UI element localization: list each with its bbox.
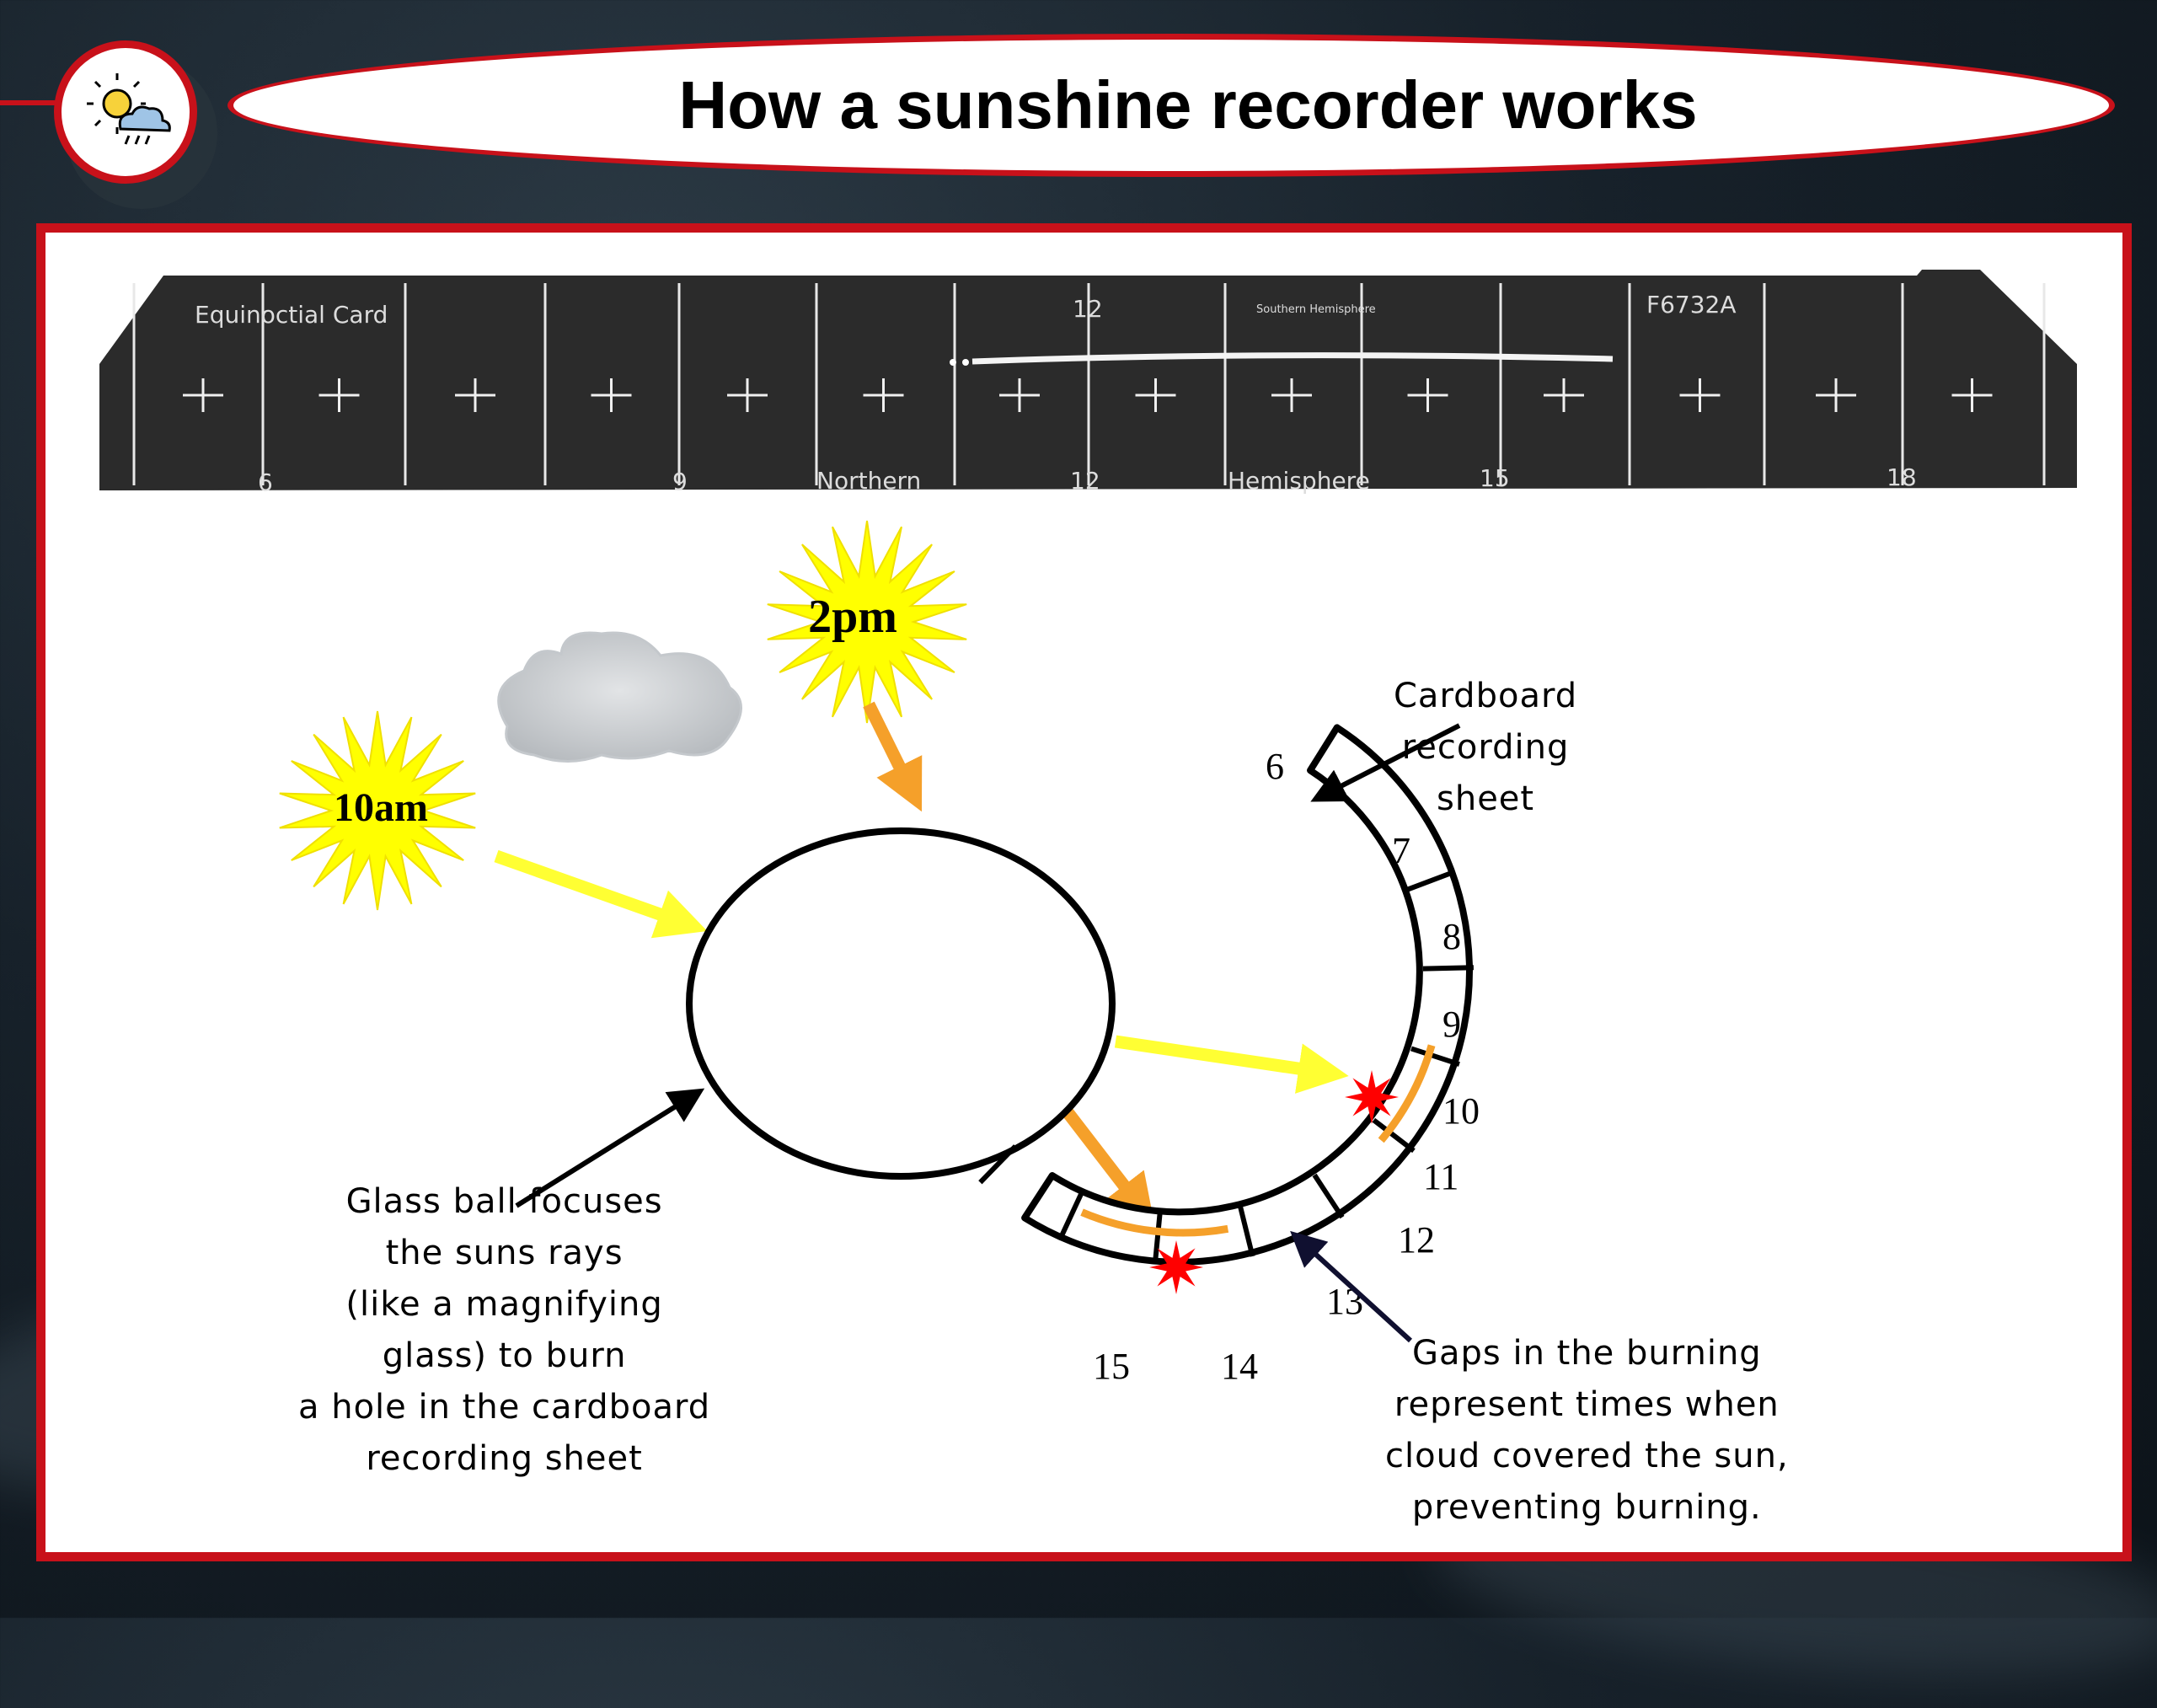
sheet-hour-divider xyxy=(1238,1206,1255,1257)
glass-ball xyxy=(686,827,1116,1180)
pointer-cardboard xyxy=(1310,723,1461,802)
card-hour-cross xyxy=(591,378,632,412)
ray-2pm-incoming xyxy=(863,701,923,812)
card-hour-cross xyxy=(1679,378,1721,412)
sheet-hour-label: 10 xyxy=(1442,1090,1480,1132)
sheet-hour-divider xyxy=(1058,1191,1084,1240)
card-header-label: Equinoctial Card xyxy=(195,301,388,329)
card-hour-label: 18 xyxy=(1887,463,1917,491)
card-hour-cross xyxy=(183,378,223,412)
sun-2pm: 2pm xyxy=(767,520,967,724)
burn-spot xyxy=(1149,1240,1203,1294)
sheet-hour-label: 12 xyxy=(1398,1219,1435,1261)
sheet-hour-label: 6 xyxy=(1266,746,1284,787)
burn-trace xyxy=(1080,1208,1229,1237)
sheet-hour-label: 15 xyxy=(1093,1346,1130,1387)
sheet-hour-divider xyxy=(1372,1117,1416,1154)
card-hour-cross xyxy=(1544,378,1584,412)
cardboard-recording-sheet: 6 7 8 9 10 11 12 13 14 15 xyxy=(978,724,1480,1387)
equinoctial-card: Equinoctial Card 12 Southern Hemisphere … xyxy=(99,270,2077,496)
pointer-gaps xyxy=(1290,1230,1413,1343)
cardboard-sheet-label: Cardboard recording sheet xyxy=(1394,677,1578,818)
card-hour-label: 12 xyxy=(1070,467,1100,495)
cloud-shape xyxy=(497,631,742,763)
sun-time-label: 10am xyxy=(334,785,428,830)
ray-2pm-focused xyxy=(1060,1105,1155,1226)
card-hour-label: 6 xyxy=(258,468,273,496)
weather-icon-badge xyxy=(54,40,197,184)
sheet-hour-divider xyxy=(1410,1046,1460,1067)
glass-ball-label: Glass ball focuses the suns rays (like a… xyxy=(298,1182,711,1478)
sun-10am: 10am xyxy=(279,710,476,911)
card-hour-cross xyxy=(1816,378,1856,412)
burn-trace xyxy=(971,352,1614,365)
sunshine-recorder-diagram: Equinoctial Card 12 Southern Hemisphere … xyxy=(99,270,2077,1387)
sun-time-label: 2pm xyxy=(808,591,897,643)
card-code: F6732A xyxy=(1646,291,1737,319)
content-panel: Equinoctial Card 12 Southern Hemisphere … xyxy=(36,223,2132,1561)
card-hour-cross xyxy=(455,378,495,412)
card-hour-cross xyxy=(863,378,904,412)
card-hour-cross xyxy=(999,378,1040,412)
gaps-label: Gaps in the burning represent times when… xyxy=(1385,1334,1789,1527)
sheet-hour-divider xyxy=(1406,869,1456,892)
sheet-hour-label: 11 xyxy=(1423,1156,1459,1197)
sheet-hour-label: 9 xyxy=(1442,1004,1461,1045)
sheet-hour-label: 14 xyxy=(1221,1346,1258,1387)
card-hour-label: 9 xyxy=(672,468,688,495)
ray-10am-focused xyxy=(1114,1035,1349,1094)
weather-sun-cloud-rain-icon xyxy=(87,73,171,145)
sheet-hour-divider xyxy=(1152,1213,1163,1264)
card-hour-cross xyxy=(727,378,768,412)
card-hour-cross xyxy=(1407,378,1448,412)
title-banner: How a sunshine recorder works xyxy=(227,34,2115,177)
burn-trace xyxy=(1378,1044,1436,1143)
sheet-hour-label: 8 xyxy=(1442,916,1461,957)
card-hemisphere-label: Hemisphere xyxy=(1228,467,1370,495)
card-header-hour: 12 xyxy=(1073,295,1103,323)
sheet-hour-divider xyxy=(1422,965,1474,972)
card-hour-cross xyxy=(1135,378,1176,412)
card-small-print: Southern Hemisphere xyxy=(1256,303,1376,316)
sheet-hour-label: 13 xyxy=(1326,1281,1363,1322)
card-hour-cross xyxy=(1271,378,1312,412)
sheet-hour-divider xyxy=(1312,1173,1345,1219)
card-hour-cross xyxy=(318,378,360,412)
pointer-glass-ball xyxy=(515,1088,705,1208)
title-connector-line xyxy=(0,100,67,105)
ray-10am-incoming xyxy=(494,849,708,939)
burn-spot xyxy=(1345,1070,1399,1124)
sheet-hour-divider xyxy=(978,1144,1018,1185)
sheet-hour-label: 7 xyxy=(1392,830,1410,871)
page-title: How a sunshine recorder works xyxy=(678,67,1698,142)
card-hour-label: 15 xyxy=(1480,464,1510,492)
card-hemisphere-label: Northern xyxy=(816,467,921,495)
card-hour-cross xyxy=(1951,378,1993,412)
